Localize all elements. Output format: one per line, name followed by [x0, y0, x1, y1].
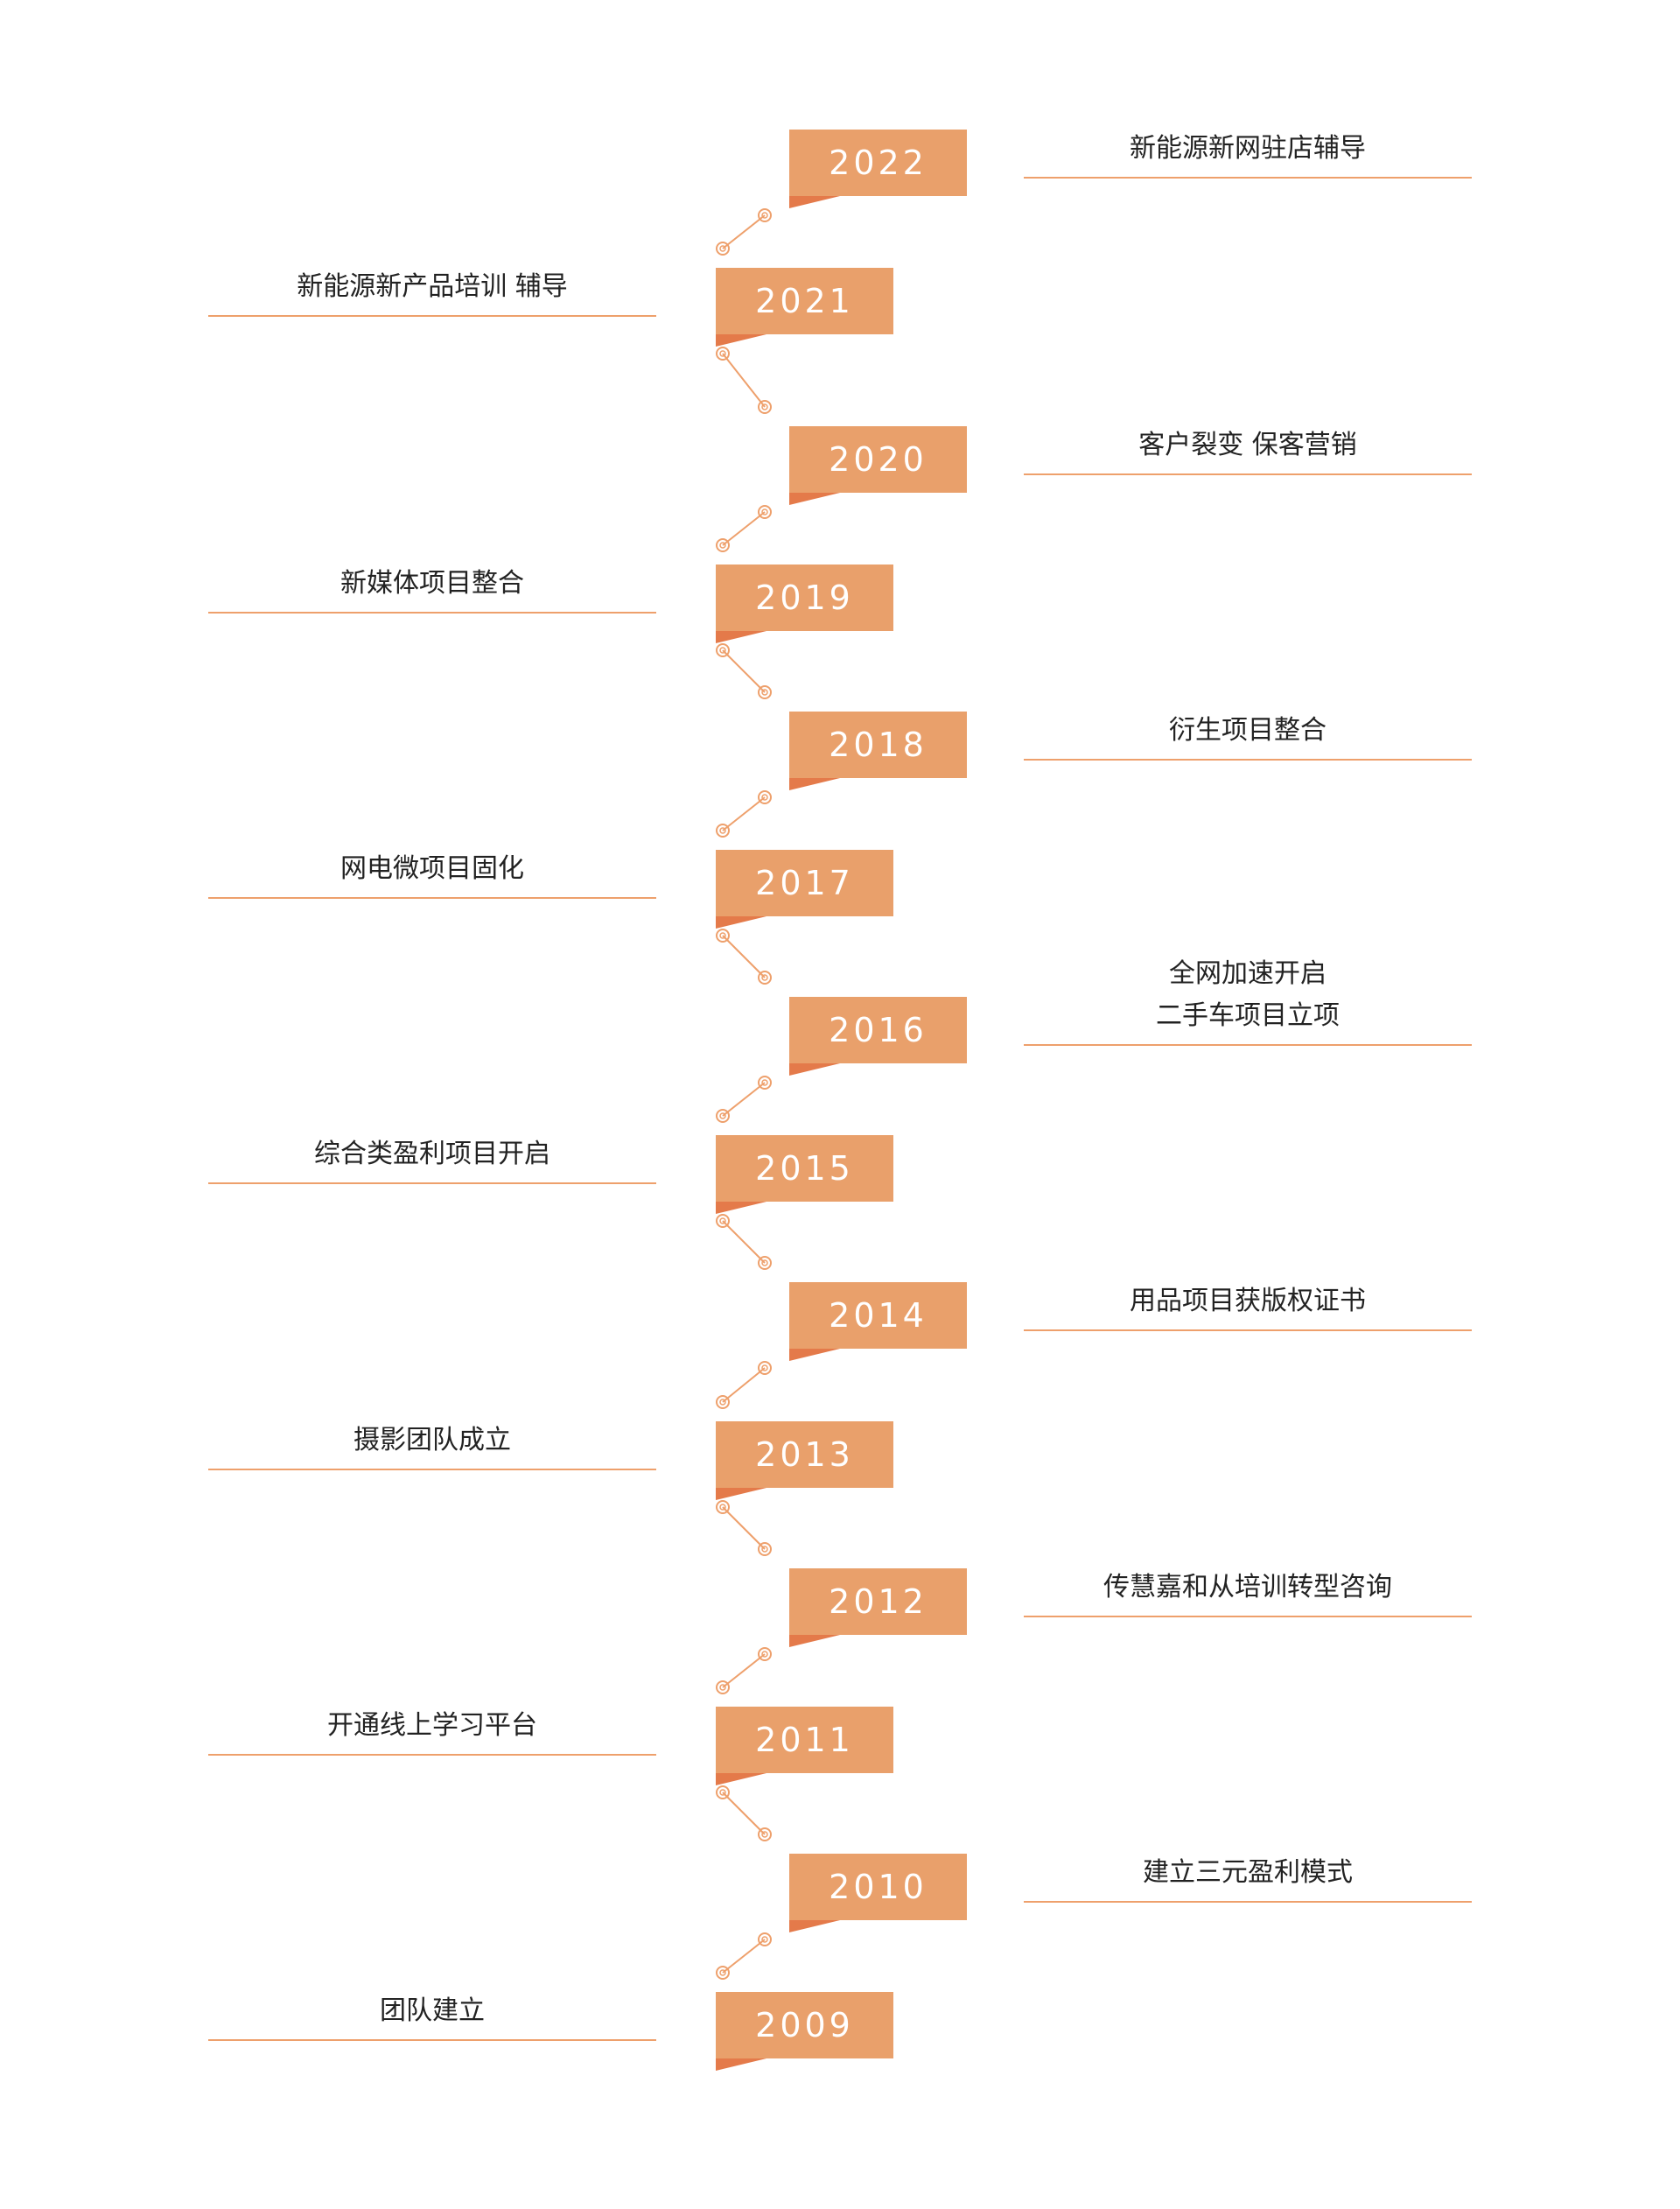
- connector-node-icon: [758, 505, 772, 519]
- connector-node-icon: [758, 685, 772, 699]
- event-label-2010: 建立三元盈利模式: [1143, 1857, 1353, 1888]
- connector-node-icon: [758, 1256, 772, 1270]
- connector-node-icon: [716, 1785, 730, 1799]
- event-underline: [208, 612, 656, 614]
- connector-line: [722, 1653, 766, 1688]
- event-underline: [1024, 759, 1472, 761]
- ribbon-fold: [716, 916, 766, 929]
- event-label-2011: 开通线上学习平台: [327, 1710, 537, 1741]
- ribbon-fold: [716, 1202, 766, 1214]
- year-badge-2015: 2015: [716, 1135, 893, 1202]
- event-underline: [1024, 1329, 1472, 1331]
- connector-node-icon: [758, 1932, 772, 1946]
- connector-line: [722, 935, 766, 978]
- connector-node-icon: [758, 790, 772, 804]
- year-badge-2018: 2018: [789, 712, 967, 778]
- connector-line: [722, 1792, 766, 1835]
- ribbon-fold: [789, 196, 840, 208]
- connector-node-icon: [758, 1647, 772, 1661]
- ribbon-fold: [789, 1063, 840, 1076]
- ribbon-fold: [789, 1920, 840, 1932]
- connector-line: [722, 511, 766, 546]
- event-label-2012: 传慧嘉和从培训转型咨询: [1103, 1572, 1392, 1602]
- connector-node-icon: [758, 208, 772, 222]
- connector-node-icon: [716, 929, 730, 943]
- year-badge-2022: 2022: [789, 130, 967, 196]
- year-badge-2016: 2016: [789, 997, 967, 1063]
- connector-line: [722, 1367, 766, 1403]
- event-underline: [208, 315, 656, 317]
- event-label-2020: 客户裂变 保客营销: [1138, 430, 1357, 460]
- ribbon-fold: [716, 1773, 766, 1785]
- event-underline: [208, 1182, 656, 1184]
- ribbon-fold: [716, 1488, 766, 1500]
- year-badge-2012: 2012: [789, 1568, 967, 1635]
- connector-line: [722, 1220, 766, 1264]
- ribbon-fold: [789, 1635, 840, 1647]
- event-underline: [1024, 177, 1472, 179]
- year-badge-2021: 2021: [716, 268, 893, 334]
- connector-node-icon: [716, 1966, 730, 1980]
- connector-node-icon: [716, 643, 730, 657]
- year-badge-2010: 2010: [789, 1854, 967, 1920]
- connector-node-icon: [716, 242, 730, 256]
- event-label-2018: 衍生项目整合: [1169, 715, 1326, 746]
- connector-node-icon: [758, 1827, 772, 1841]
- ribbon-fold: [789, 1349, 840, 1361]
- connector-line: [722, 353, 766, 408]
- connector-line: [722, 1082, 766, 1117]
- event-underline: [1024, 1901, 1472, 1903]
- connector-line: [722, 796, 766, 831]
- connector-node-icon: [716, 1680, 730, 1694]
- ribbon-fold: [716, 334, 766, 347]
- connector-node-icon: [758, 1542, 772, 1556]
- event-underline: [1024, 1044, 1472, 1046]
- connector-line: [722, 649, 766, 693]
- event-underline: [208, 2039, 656, 2041]
- event-label-2017: 网电微项目固化: [340, 853, 524, 884]
- connector-node-icon: [758, 400, 772, 414]
- connector-node-icon: [716, 538, 730, 552]
- ribbon-fold: [789, 778, 840, 790]
- ribbon-fold: [789, 493, 840, 505]
- event-label-2022: 新能源新网驻店辅导: [1130, 133, 1366, 164]
- year-badge-2017: 2017: [716, 850, 893, 916]
- connector-node-icon: [758, 971, 772, 985]
- connector-line: [722, 1506, 766, 1550]
- connector-node-icon: [716, 347, 730, 361]
- event-label-2019: 新媒体项目整合: [340, 568, 524, 599]
- connector-line: [722, 214, 766, 249]
- event-underline: [208, 1469, 656, 1470]
- event-label-2021: 新能源新产品培训 辅导: [297, 271, 568, 302]
- connector-node-icon: [716, 1500, 730, 1514]
- event-underline: [1024, 473, 1472, 475]
- year-badge-2011: 2011: [716, 1707, 893, 1773]
- connector-node-icon: [716, 1395, 730, 1409]
- event-label-2014: 用品项目获版权证书: [1130, 1286, 1366, 1316]
- connector-line: [722, 1939, 766, 1974]
- connector-node-icon: [716, 824, 730, 838]
- event-label-2013: 摄影团队成立: [354, 1425, 511, 1455]
- connector-node-icon: [758, 1076, 772, 1090]
- event-underline: [1024, 1616, 1472, 1617]
- event-label-2015: 综合类盈利项目开启: [314, 1139, 550, 1169]
- connector-node-icon: [758, 1361, 772, 1375]
- event-label-2009: 团队建立: [380, 1995, 485, 2026]
- year-badge-2020: 2020: [789, 426, 967, 493]
- year-badge-2014: 2014: [789, 1282, 967, 1349]
- ribbon-fold: [716, 631, 766, 643]
- event-underline: [208, 1754, 656, 1756]
- connector-node-icon: [716, 1109, 730, 1123]
- event-label-2016: 全网加速开启 二手车项目立项: [1156, 958, 1340, 1031]
- year-badge-2009: 2009: [716, 1992, 893, 2058]
- year-badge-2019: 2019: [716, 565, 893, 631]
- year-badge-2013: 2013: [716, 1421, 893, 1488]
- event-underline: [208, 897, 656, 899]
- connector-node-icon: [716, 1214, 730, 1228]
- ribbon-fold: [716, 2058, 766, 2071]
